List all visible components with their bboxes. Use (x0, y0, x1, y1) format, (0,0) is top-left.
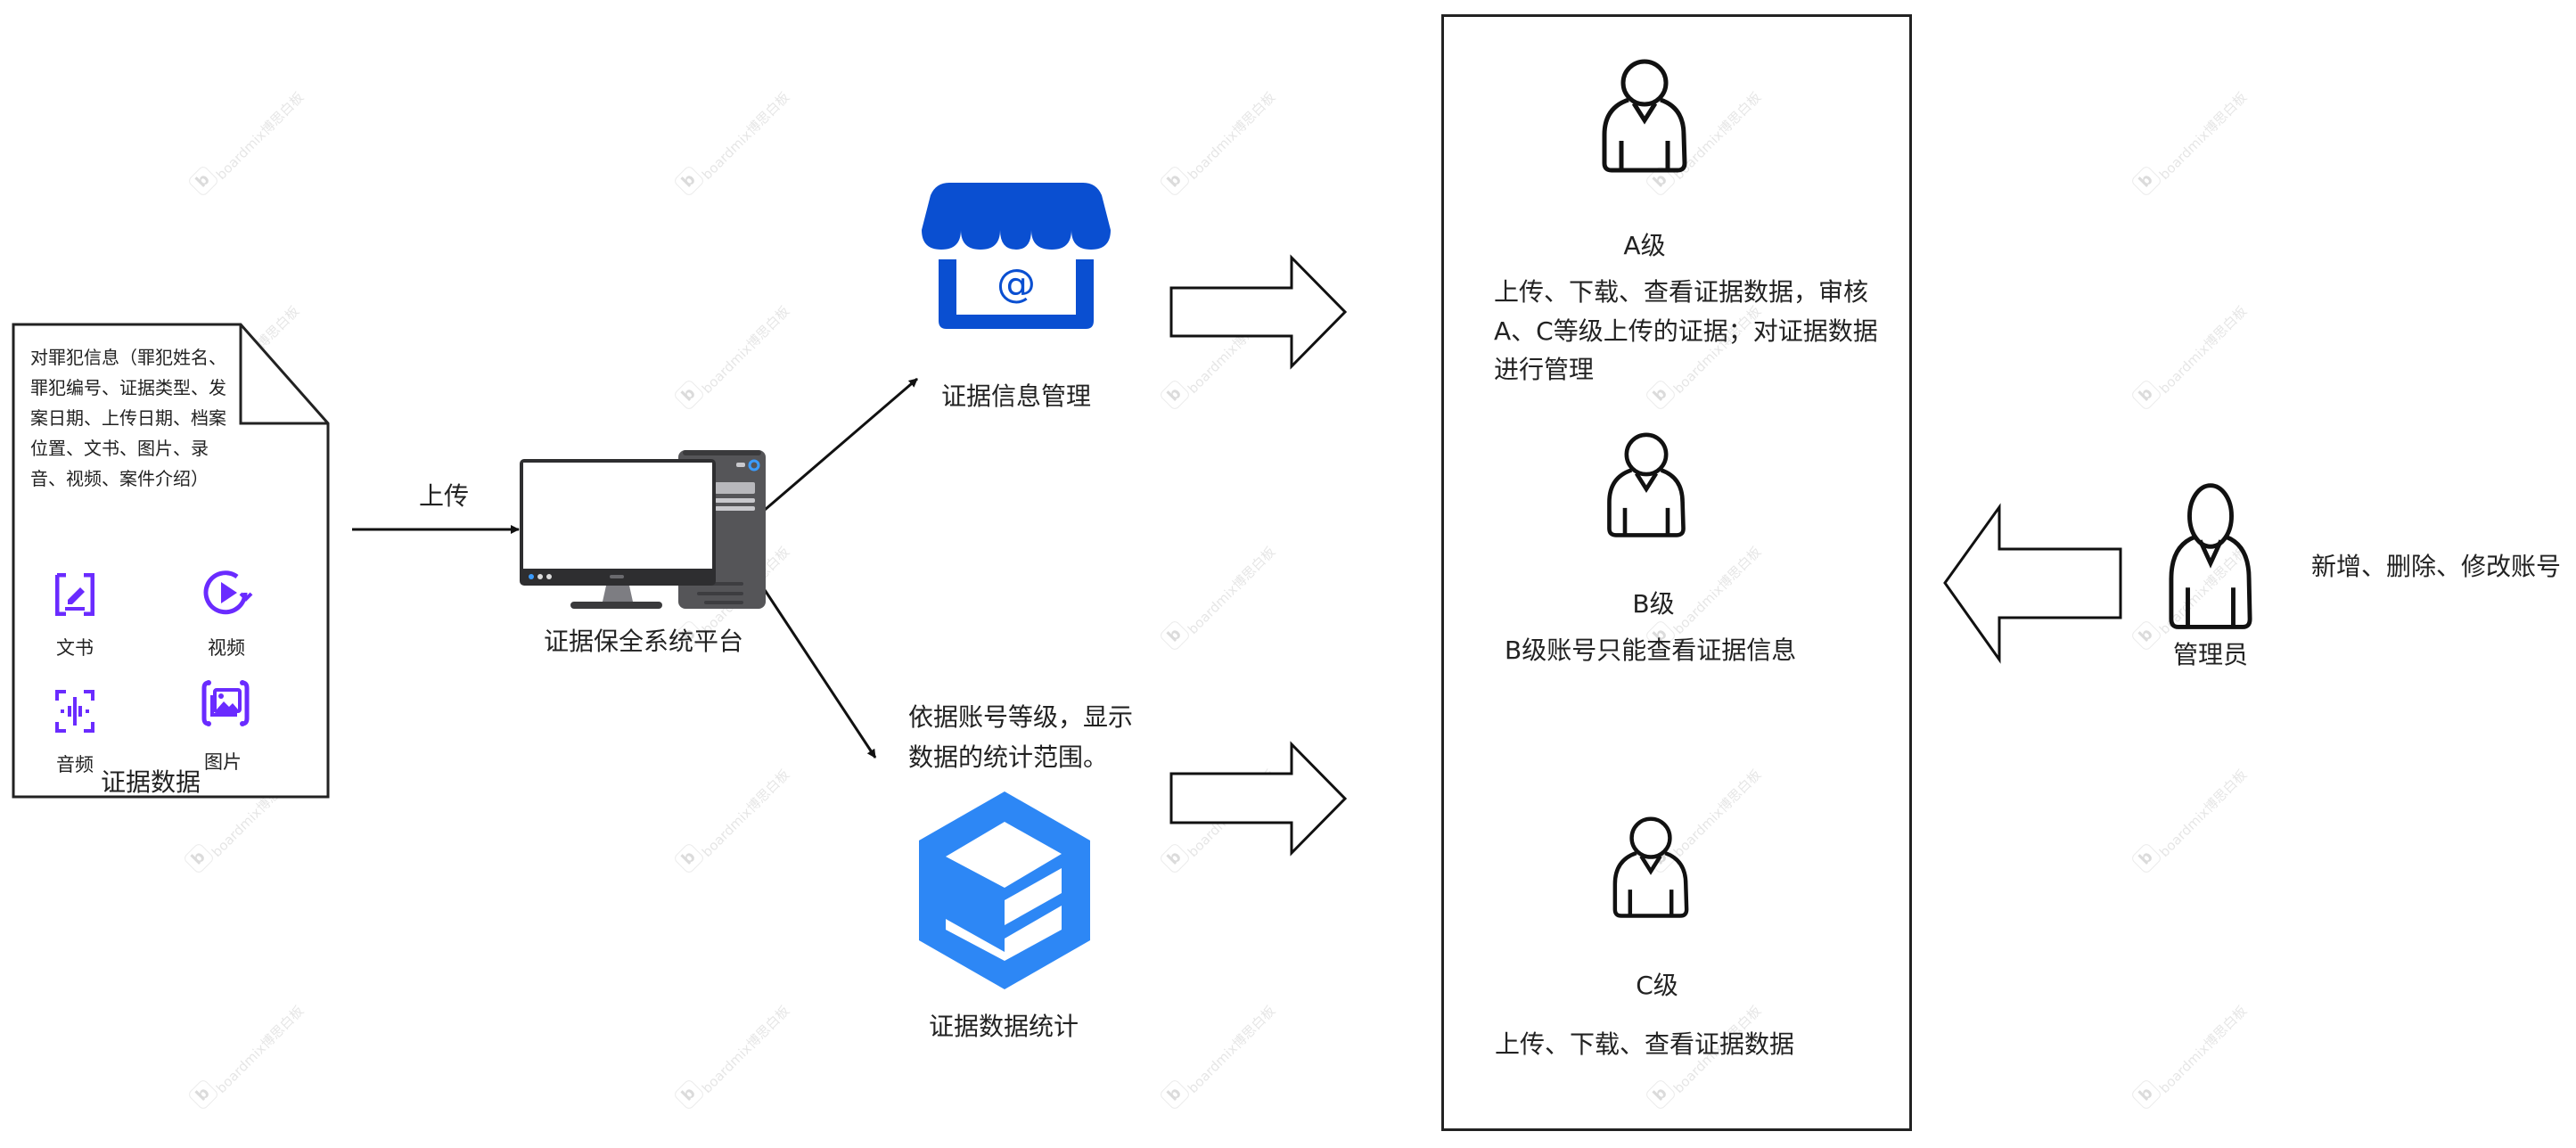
level-c-line-1: 上传、下载、查看证据数据 (1495, 1029, 1795, 1059)
item-label-image: 图片 (204, 751, 242, 773)
level-a-line-2: A、C等级上传的证据；对证据数据 (1494, 316, 1878, 346)
info-management-label: 证据信息管理 (940, 381, 1091, 411)
level-b-line-1: B级账号只能查看证据信息 (1505, 636, 1797, 665)
desktop-computer-icon[interactable] (517, 446, 771, 615)
level-a-title: A级 (1623, 231, 1666, 260)
user-icon-level-b (1607, 432, 1686, 537)
evidence-description: 对罪犯信息（罪犯姓名、罪犯编号、证据类型、发案日期、上传日期、档案位置、文书、图… (30, 347, 226, 489)
user-icon-admin (2169, 483, 2252, 629)
level-c-title: C级 (1636, 971, 1678, 1000)
block-arrow-right-bottom (1169, 741, 1348, 857)
upload-label: 上传 (419, 481, 470, 511)
video-play-icon (203, 570, 253, 615)
statistics-note-line-2: 数据的统计范围。 (908, 742, 1109, 772)
block-arrow-left-admin (1943, 503, 2122, 664)
evidence-document-shape (12, 323, 330, 799)
item-label-audio: 音频 (56, 754, 94, 775)
svg-text:@: @ (997, 261, 1036, 307)
block-arrow-right-top (1169, 254, 1348, 370)
admin-action-text: 新增、删除、修改账号 (2311, 552, 2562, 581)
user-icon-level-c (1612, 816, 1689, 918)
platform-label: 证据保全系统平台 (543, 627, 743, 656)
item-label-document: 文书 (56, 637, 94, 659)
user-icon-level-a (1602, 59, 1687, 173)
image-gallery-icon (201, 680, 250, 726)
connector-to-data-statistics (763, 589, 877, 758)
statistics-note-line-1: 依据账号等级，显示 (908, 702, 1134, 732)
audio-wave-icon (55, 690, 94, 733)
admin-label: 管理员 (2172, 640, 2248, 669)
data-statistics-label: 证据数据统计 (928, 1012, 1079, 1041)
level-a-line-1: 上传、下载、查看证据数据，审核 (1494, 277, 1869, 307)
connector-to-info-management (764, 377, 918, 512)
account-levels-panel (1441, 14, 1912, 1131)
item-label-video: 视频 (208, 637, 245, 659)
document-edit-icon (55, 573, 94, 616)
storefront-at-icon[interactable]: @ (922, 181, 1111, 332)
level-a-line-3: 进行管理 (1494, 355, 1595, 384)
layered-box-icon[interactable] (919, 791, 1090, 989)
level-b-title: B级 (1632, 589, 1675, 619)
evidence-data-caption: 证据数据 (100, 767, 201, 797)
